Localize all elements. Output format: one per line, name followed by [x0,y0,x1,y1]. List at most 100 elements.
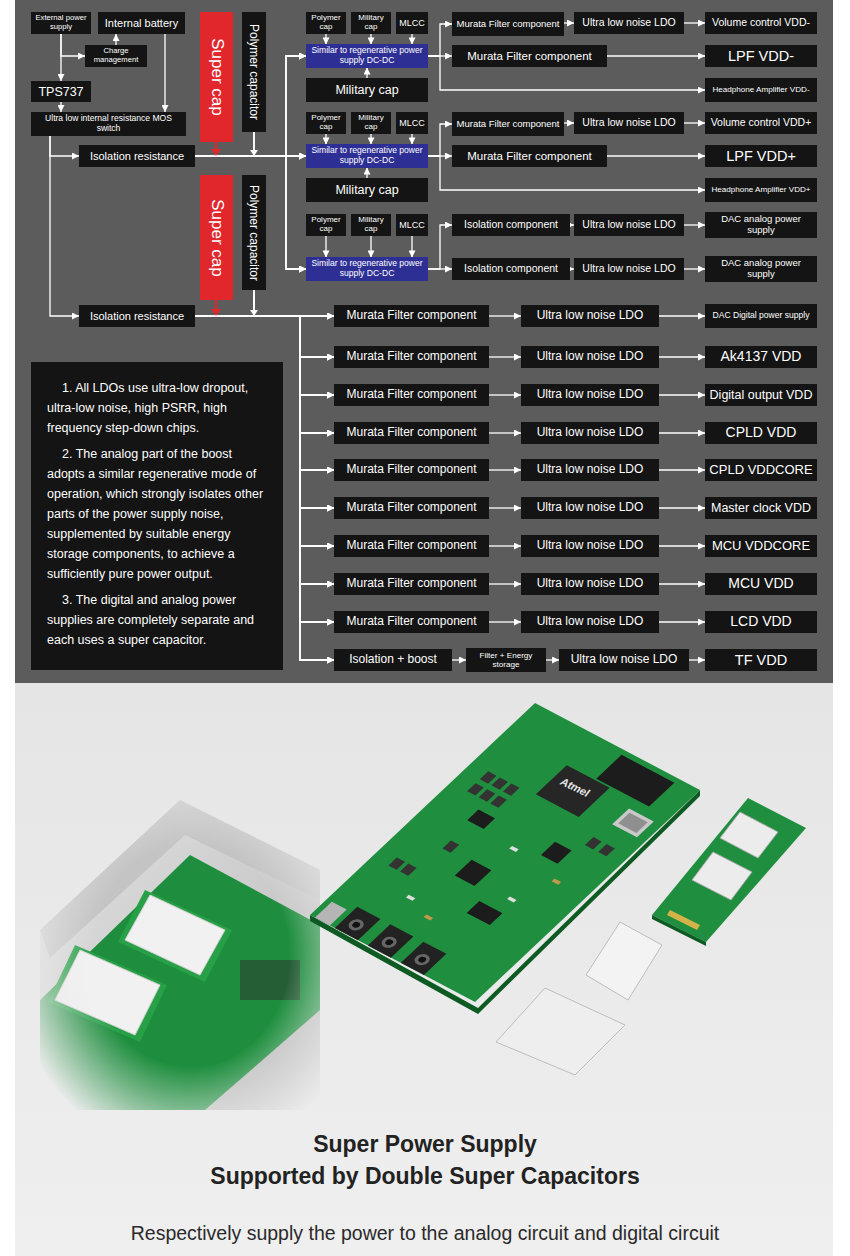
process-box: Murata Filter component [334,346,489,368]
pcb-part [310,703,700,1002]
process-box: Ultra low noise LDO [574,214,684,236]
connector [489,545,521,546]
process-box: Military cap [351,12,391,34]
process-box: Ultra low noise LDO [521,384,659,406]
process-box: Filter + Energy storage [466,648,546,672]
process-box: Ultra low noise LDO [521,305,659,327]
supercap-arrow [215,142,217,150]
pcb-part [480,771,497,783]
box-label: TF VDD [708,652,814,668]
pcb-part [401,942,447,975]
connector [60,102,61,112]
process-box: Murata Filter component [452,112,564,136]
pcb-part [503,784,520,796]
process-box: Military cap [306,178,428,202]
process-box: Murata Filter component [334,305,489,327]
connector [659,394,705,395]
connector [659,583,705,584]
box-label: Ultra low noise LDO [524,350,656,363]
box-label: Ultra low noise LDO [524,539,656,552]
box-label: Murata Filter component [455,50,604,63]
connector [411,134,412,144]
connector [489,507,521,508]
box-label: DAC Digital power supply [708,311,814,321]
supercap-arrow [211,309,221,316]
supercap-arrow [215,300,217,310]
connector [684,268,705,269]
process-box: Headphone Amplifier VDD- [705,78,817,102]
pcb-part [536,765,610,817]
box-label: DAC analog power supply [708,214,814,235]
box-label: Ultra low noise LDO [524,577,656,590]
supercap-arrow [211,149,221,156]
box-label: Murata Filter component [337,426,486,439]
connector [684,122,705,123]
process-box: Isolation + boost [334,649,452,671]
box-label: Ultra low noise LDO [524,309,656,322]
process-box: Isolation component [452,214,570,236]
pcb-part [618,813,647,833]
connector [50,136,79,316]
box-label: Isolation resistance [82,150,192,162]
connector [659,507,705,508]
box-label: Filter + Energy storage [469,651,543,669]
process-box: Murata Filter component [334,422,489,444]
box-label: Similar to regenerative power supply DC-… [309,46,425,65]
pcb-part [541,842,572,864]
process-box: Murata Filter component [452,45,607,67]
box-label: LPF VDD+ [708,148,814,164]
connector [489,621,521,622]
heading: Super Power Supply [0,1131,850,1158]
connector [61,34,85,56]
box-label: Polymer cap [309,114,343,132]
connector [684,22,705,23]
connector [411,34,412,44]
process-box: TPS737 [31,81,91,102]
capacitor-arrow [250,310,258,316]
pcb-part [368,924,414,957]
supercap-bar: Super cap [200,12,233,142]
connector [428,124,452,156]
box-label: Polymer capacitor [247,24,261,120]
pcb-part [491,777,508,789]
box-label: Murata Filter component [455,119,561,130]
pcb-part [467,783,484,795]
process-box: Polymer cap [306,214,346,236]
box-label: Volume control VDD+ [708,117,814,129]
process-box: Ultra low noise LDO [521,497,659,519]
box-label: MCU VDD [708,576,814,592]
process-box: Murata Filter component [334,573,489,595]
process-box: CPLD VDD [705,422,817,444]
pcb-part [388,857,405,869]
process-box: Isolation component [452,258,570,280]
box-label: Murata Filter component [337,577,486,590]
box-label: Military cap [354,14,388,32]
box-label: Military cap [309,83,425,97]
process-box: Ultra low noise LDO [574,12,684,34]
connector [489,394,521,395]
pcb-part [310,703,700,1002]
box-label: Similar to regenerative power supply DC-… [309,146,425,165]
connector [489,469,521,470]
pcb-part [667,910,700,930]
pcb-part [467,901,503,925]
pcb-part [596,755,674,807]
subheading: Supported by Double Super Capacitors [0,1163,850,1190]
supercap-bar: Super cap [200,175,233,300]
connector [216,300,334,316]
pcb-part [240,960,300,1000]
box-label: External power supply [34,14,88,31]
box-label: DAC analog power supply [708,258,814,279]
connector [428,268,452,269]
process-box: Murata Filter component [452,12,564,36]
box-label: Ultra low noise LDO [524,615,656,628]
pcb-part [585,837,602,849]
box-label: Isolation resistance [82,310,192,322]
pcb-part [586,922,662,1000]
pcb-part [467,810,495,829]
process-box: Ak4137 VDD [705,346,817,368]
process-box: Ultra low noise LDO [521,459,659,481]
box-label: Ultra low noise LDO [577,117,681,129]
pcb-part [417,956,428,964]
